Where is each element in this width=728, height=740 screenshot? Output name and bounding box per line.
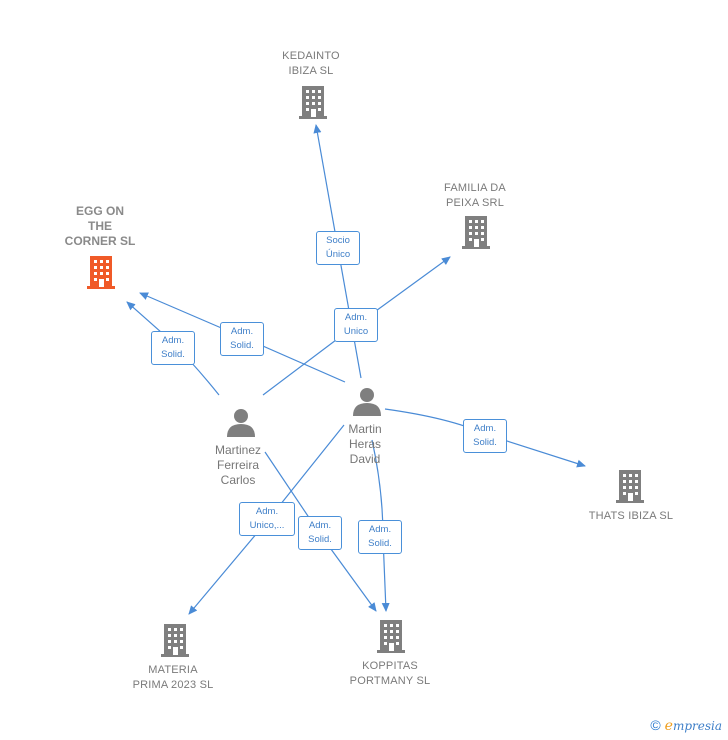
building-icon: [616, 470, 644, 503]
edge-label-socio-unico: Socio Único: [316, 231, 360, 265]
company-thats-label[interactable]: THATS IBIZA SL: [588, 510, 674, 522]
edge-label-adm-solid-egg-left: Adm. Solid.: [151, 331, 195, 365]
person-martinez-label[interactable]: Martinez Ferreira Carlos: [214, 443, 261, 487]
building-icon: [462, 216, 490, 249]
brand-logo-e: e: [664, 718, 673, 734]
company-egg-label[interactable]: EGG ON THE CORNER SL: [64, 204, 136, 248]
person-icon: [353, 388, 381, 416]
company-kedainto-label[interactable]: KEDAINTO IBIZA SL: [282, 50, 340, 77]
edge-label-adm-solid-koppitas-left: Adm. Solid.: [298, 516, 342, 550]
brand-logo-text: mpresia: [672, 719, 722, 733]
building-icon-focus: [87, 256, 115, 289]
building-icon: [377, 620, 405, 653]
edge-label-adm-unico-materia: Adm. Unico,...: [239, 502, 295, 536]
edge-label-adm-solid-egg-top: Adm. Solid.: [220, 322, 264, 356]
copyright-icon: ©: [650, 717, 661, 733]
person-icon: [227, 409, 255, 437]
building-icon: [299, 86, 327, 119]
company-koppitas-label[interactable]: KOPPITAS PORTMANY SL: [349, 660, 431, 687]
company-familia-label[interactable]: FAMILIA DA PEIXA SRL: [444, 182, 506, 209]
person-martin-label[interactable]: Martin Heras David: [348, 422, 382, 466]
edge-label-adm-solid-koppitas-right: Adm. Solid.: [358, 520, 402, 554]
company-materia-label[interactable]: MATERIA PRIMA 2023 SL: [132, 664, 214, 691]
edge-label-adm-unico-familia: Adm. Unico: [334, 308, 378, 342]
building-icon: [161, 624, 189, 657]
footer-brand: ©empresia: [650, 717, 722, 734]
edge-label-adm-solid-thats: Adm. Solid.: [463, 419, 507, 453]
